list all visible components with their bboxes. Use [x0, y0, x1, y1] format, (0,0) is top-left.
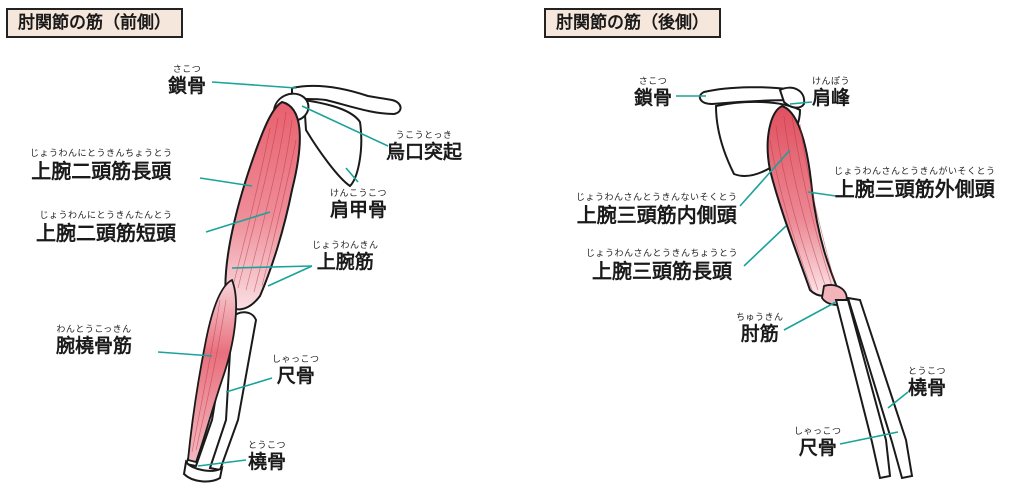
label-coracoid-process: うこうとっき 烏口突起	[386, 131, 463, 163]
label-brachialis: じょうわんきん 上腕筋	[312, 241, 379, 273]
front-biceps-shape	[224, 100, 301, 311]
front-wrist-shape	[182, 459, 224, 483]
back-leader-lines	[676, 95, 909, 445]
label-clavicle-back: さこつ 鎖骨	[634, 77, 673, 109]
label-ulna-back: しゃっこつ 尺骨	[794, 427, 842, 459]
title-front: 肘関節の筋（前側）	[6, 8, 183, 38]
front-brachioradialis-shape	[187, 278, 237, 464]
front-arm-figure	[182, 84, 402, 483]
label-clavicle-front: さこつ 鎖骨	[168, 65, 207, 97]
label-triceps-long-head: じょうわんさんとうきんちょうとう 上腕三頭筋長頭	[586, 249, 739, 283]
front-scapula-shape	[302, 98, 363, 188]
label-scapula: けんこうこつ 肩甲骨	[330, 189, 388, 221]
title-back: 肘関節の筋（後側）	[544, 8, 721, 38]
label-triceps-lateral-head: じょうわんさんとうきんがいそくとう 上腕三頭筋外側頭	[834, 167, 996, 201]
label-ulna-front: しゃっこつ 尺骨	[272, 355, 320, 387]
label-acromion: けんぽう 肩峰	[812, 77, 851, 109]
label-radius-back: とうこつ 橈骨	[908, 367, 947, 399]
label-brachioradialis: わんとうこっきん 腕橈骨筋	[56, 325, 133, 357]
back-triceps-shape	[766, 104, 840, 297]
back-clavicle-shape	[698, 86, 798, 106]
front-leader-lines	[157, 81, 389, 467]
label-biceps-long-head: じょうわんにとうきんちょうとう 上腕二頭筋長頭	[30, 149, 173, 183]
label-biceps-short-head: じょうわんにとうきんたんとう 上腕二頭筋短頭	[36, 211, 176, 245]
front-clavicle-shape	[291, 84, 402, 116]
label-anconeus: ちゅうきん 肘筋	[736, 313, 784, 345]
label-triceps-medial-head: じょうわんさんとうきんないそくとう 上腕三頭筋内側頭	[576, 193, 738, 227]
label-radius-front: とうこつ 橈骨	[248, 441, 287, 473]
